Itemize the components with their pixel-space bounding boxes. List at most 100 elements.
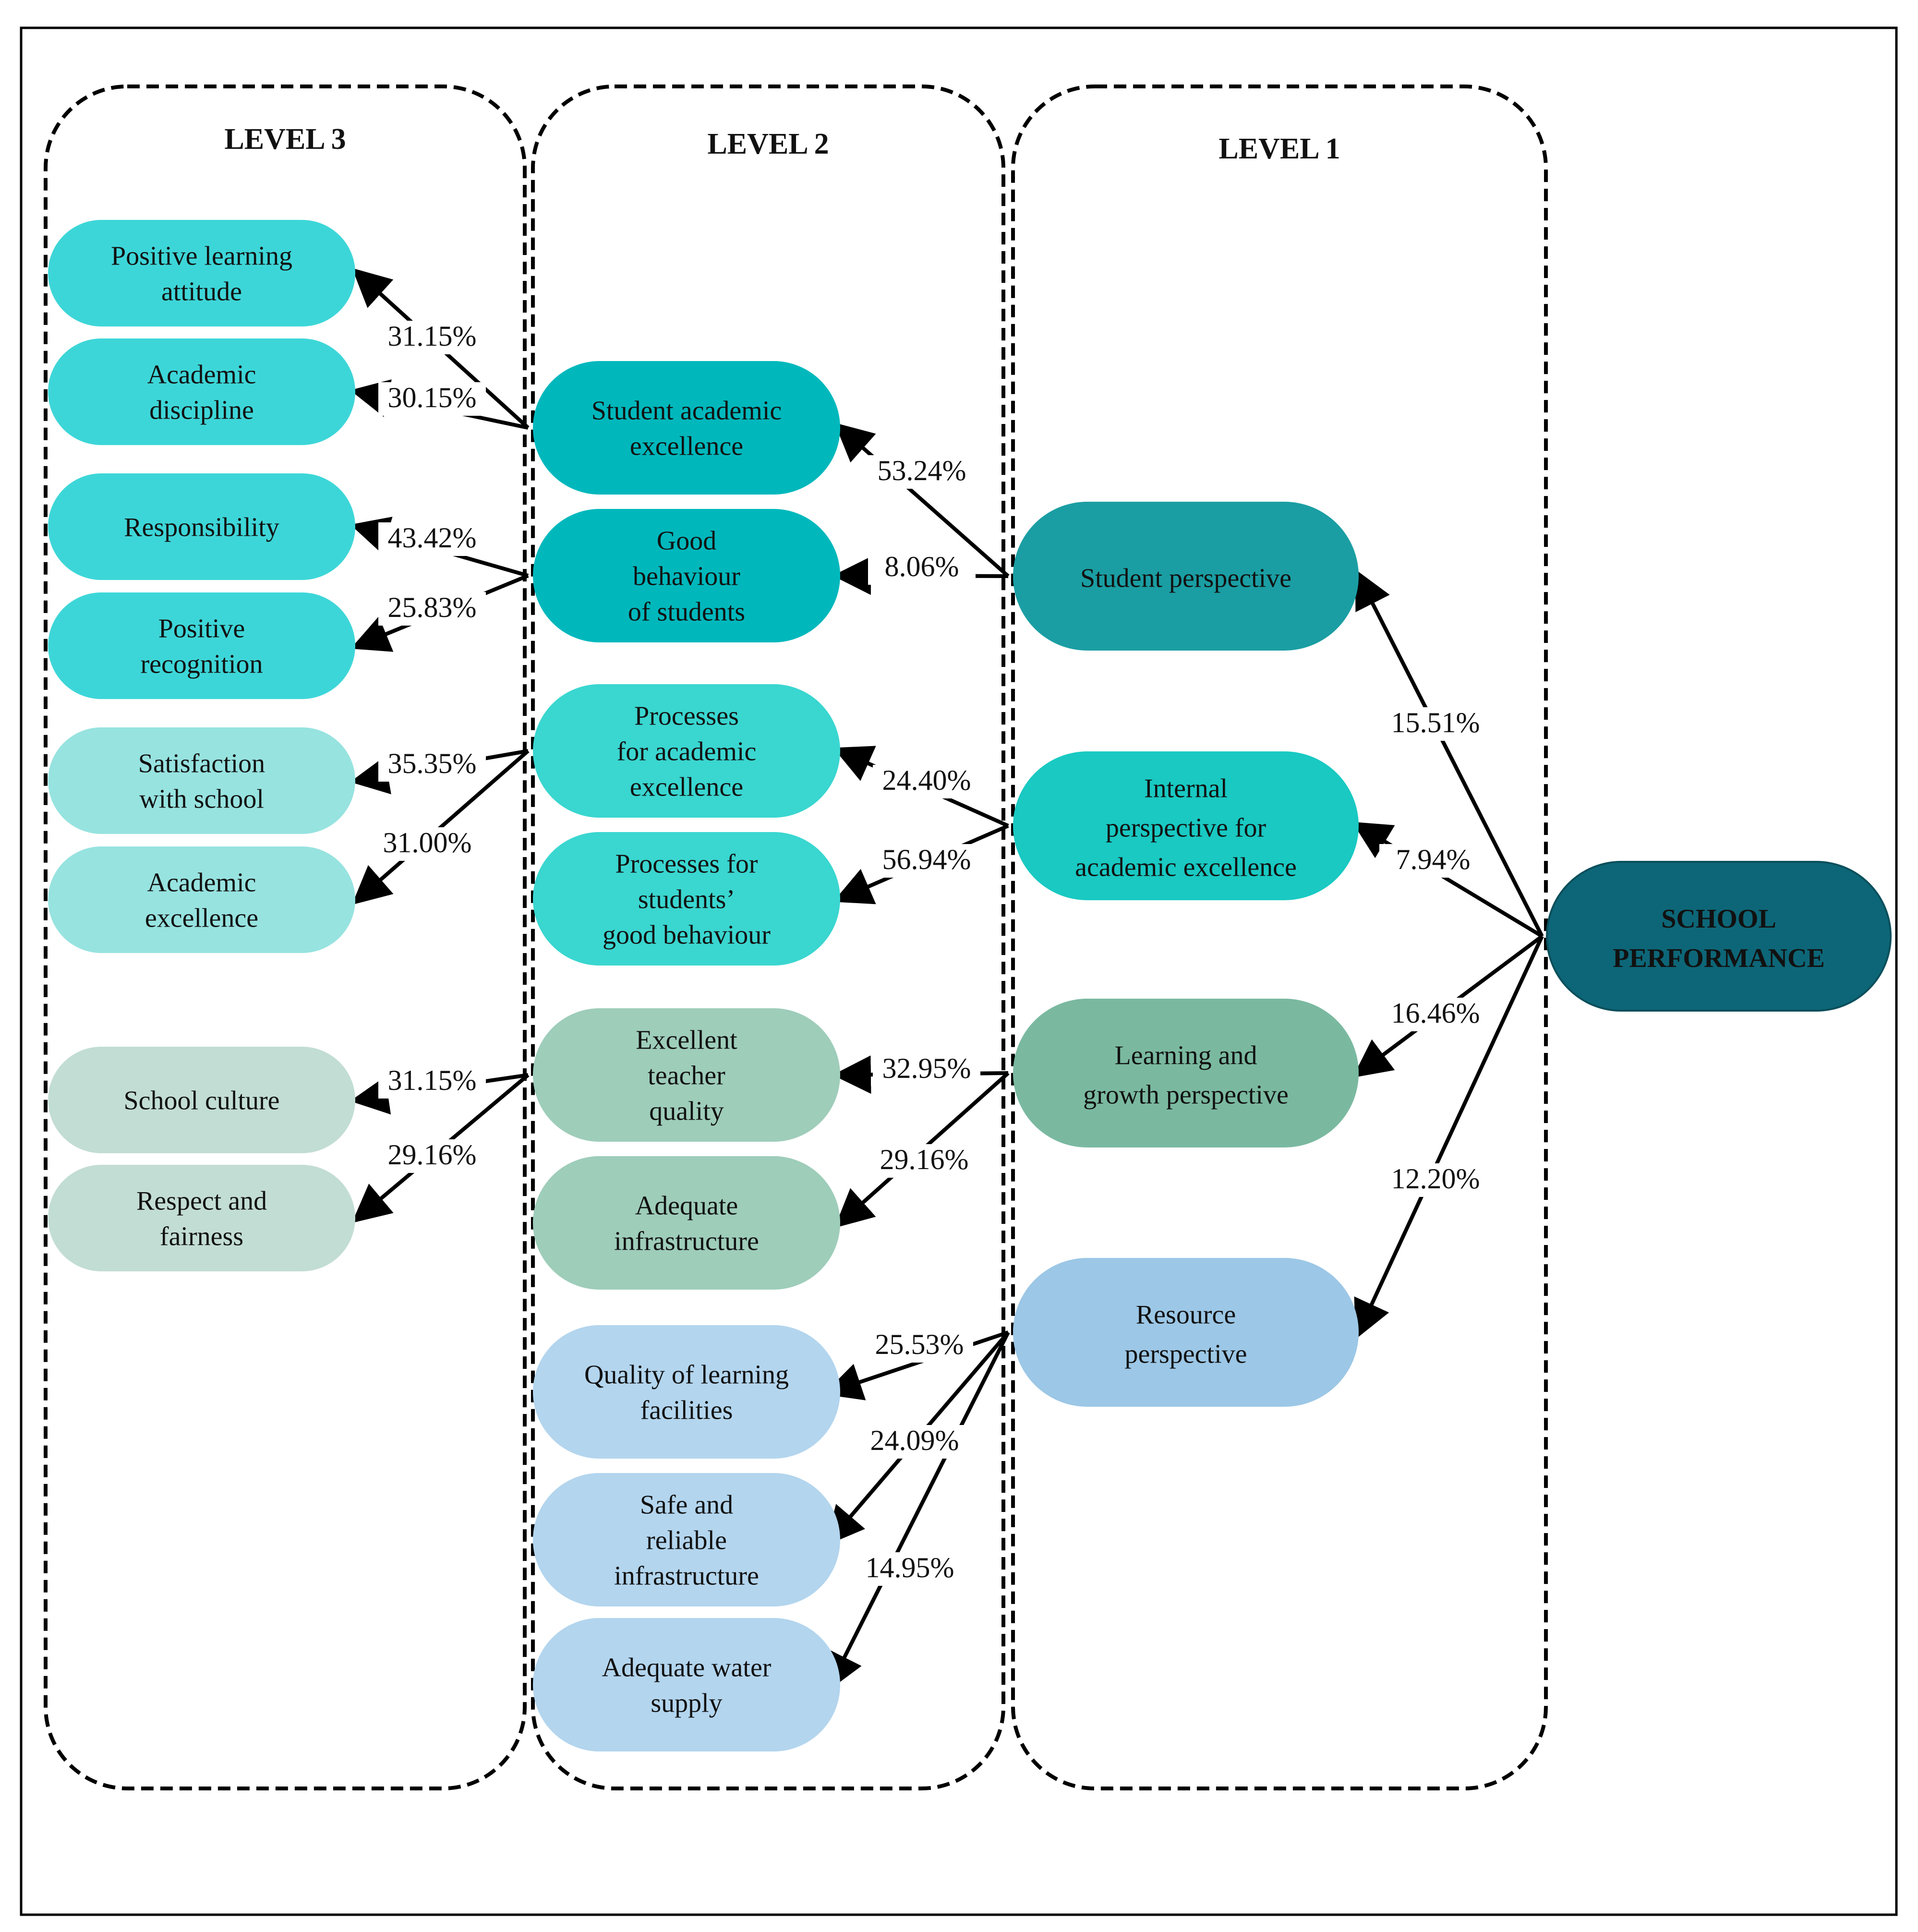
adequate-infrastructure-label-line: Adequate [635,1191,738,1221]
level3-box [44,85,527,1790]
responsibility-node: Responsibility [48,473,355,580]
excellent-teacher-quality-label-line: quality [649,1097,724,1126]
edge-weight-label: 29.16% [388,1139,477,1171]
responsibility-shape [48,473,355,580]
edge-student-perspective-to-student-academic-excellence [834,423,1010,578]
edge-weight-label: 12.20% [1391,1163,1480,1195]
edge-label-background [870,1144,978,1178]
student-academic-excellence-label-line: Student academic [591,396,782,426]
processes-for-students-good-behaviour-label-line: students’ [638,885,735,915]
edge-weight-label: 15.51% [1391,707,1480,738]
student-academic-excellence-label-line: excellence [630,432,743,461]
edge-weight-label: 24.40% [882,764,971,796]
edge-label-background [378,522,486,556]
edge-label-background [378,321,486,354]
edge-weight-label: 56.94% [882,844,971,875]
edge-label-background [873,765,980,798]
satisfaction-with-school-node: Satisfaction with school [48,727,355,834]
school-culture-shape [48,1047,355,1153]
edge-weight-label: 29.16% [880,1144,969,1175]
edge-label-background [861,1425,968,1459]
good-behaviour-of-students-shape [533,509,840,642]
positive-recognition-shape [48,592,355,699]
student-perspective-shape [1013,502,1359,651]
student-perspective-node: Student perspective [1013,502,1359,651]
edge-label-background [378,382,486,416]
edge-label-background [1382,707,1489,741]
edge-weight-label: 8.06% [885,551,959,582]
quality-of-learning-facilities-label-line: facilities [640,1396,733,1425]
adequate-water-supply-label-line: supply [651,1689,722,1718]
edge-label-background [378,748,486,782]
student-academic-excellence-shape [533,361,840,495]
edge-label-background [868,551,976,585]
learning-and-growth-perspective-label-line: Learning and [1115,1040,1257,1070]
academic-excellence-shape [48,846,355,953]
edge-weight-label: 32.95% [882,1052,971,1084]
outer-frame [20,26,1898,1916]
edge-label-background [1379,844,1487,878]
level1-box [1011,85,1548,1790]
positive-learning-attitude-shape [48,220,355,326]
edge-label-background [1382,1163,1489,1197]
positive-learning-attitude-label-line: attitude [161,277,242,307]
good-behaviour-of-students-label-line: of students [628,597,745,627]
processes-for-academic-excellence-label-line: for academic [617,737,757,767]
edge-weight-label: 30.15% [388,382,477,413]
processes-for-students-good-behaviour-node: Processes for students’ good behaviour [533,832,840,966]
learning-and-growth-perspective-label-line: growth perspective [1083,1080,1289,1110]
academic-discipline-shape [48,338,355,445]
positive-recognition-label-line: Positive [158,614,245,644]
edge-label-background [1382,998,1489,1031]
quality-of-learning-facilities-shape [533,1325,840,1459]
edge-label-background [873,1053,980,1087]
safe-and-reliable-infrastructure-label-line: Safe and [640,1490,733,1520]
processes-for-students-good-behaviour-shape [533,832,840,966]
edge-weight-label: 53.24% [878,455,966,486]
safe-and-reliable-infrastructure-shape [533,1473,840,1606]
edge-weight-label: 31.15% [388,320,477,352]
school-performance-shape [1546,861,1892,1012]
processes-for-academic-excellence-shape [533,684,840,818]
edge-label-background [374,827,481,861]
quality-of-learning-facilities-label-line: Quality of learning [584,1360,789,1390]
learning-and-growth-perspective-shape [1013,999,1359,1147]
adequate-infrastructure-shape [533,1156,840,1290]
resource-perspective-label-line: perspective [1125,1339,1247,1369]
academic-excellence-label-line: Academic [147,868,256,898]
level2-box [531,85,1005,1790]
internal-perspective-shape [1013,751,1359,900]
satisfaction-with-school-label-line: Satisfaction [138,749,265,779]
school-culture-node: School culture [48,1047,355,1153]
respect-and-fairness-label-line: Respect and [136,1186,267,1216]
processes-for-students-good-behaviour-label-line: Processes for [615,849,758,879]
edge-weight-label: 25.83% [388,592,477,623]
quality-of-learning-facilities-node: Quality of learning facilities [533,1325,840,1459]
student-academic-excellence-node: Student academic excellence [533,361,840,495]
internal-perspective-label-line: perspective for [1106,813,1267,843]
satisfaction-with-school-label-line: with school [139,785,264,814]
edge-label-background [378,1139,486,1173]
edge-label-background [873,844,980,878]
safe-and-reliable-infrastructure-label-line: infrastructure [614,1561,759,1591]
edge-label-background [868,455,976,489]
level2-title: LEVEL 2 [707,128,829,160]
student-perspective-label-line: Student perspective [1080,563,1291,593]
adequate-water-supply-shape [533,1618,840,1751]
processes-for-students-good-behaviour-label-line: good behaviour [603,920,771,950]
edge-weight-label: 31.00% [383,827,472,858]
